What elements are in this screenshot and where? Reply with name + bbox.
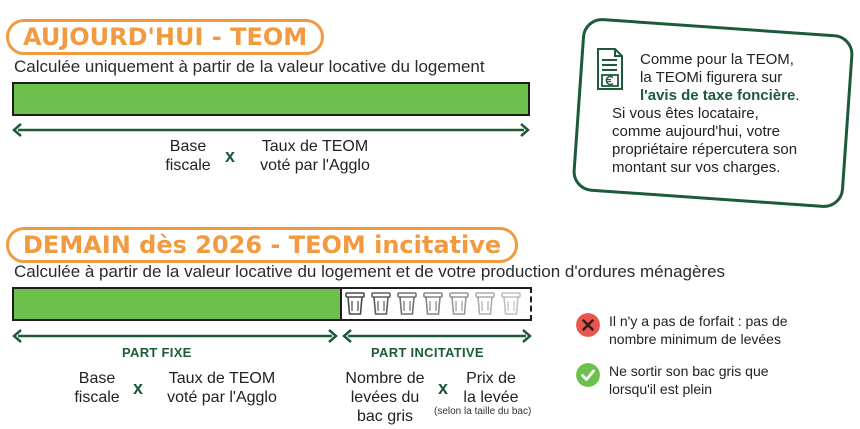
- incentive-part-box: [340, 287, 532, 321]
- garbage-bin-icon: [475, 291, 495, 315]
- garbage-bin-icon: [449, 291, 469, 315]
- check-icon: [576, 363, 600, 387]
- garbage-bin-icon: [501, 291, 521, 315]
- incentive-part-arrow: [342, 329, 532, 343]
- garbage-bin-icon: [397, 291, 417, 315]
- fixed-part-fill: [14, 289, 340, 319]
- garbage-bin-icon: [423, 291, 443, 315]
- today-subtitle: Calculée uniquement à partir de la valeu…: [14, 57, 485, 76]
- incentive-times-sign: x: [438, 378, 449, 398]
- info-box-highlight: l'avis de taxe foncière: [640, 87, 796, 104]
- info-box-text: Comme pour la TEOM, la TEOMi figurera su…: [612, 51, 800, 176]
- tax-document-euro-icon: [597, 48, 623, 90]
- today-times-sign: x: [225, 146, 236, 166]
- fixed-part-arrow: [12, 329, 338, 343]
- part-fixe-label: PART FIXE: [122, 345, 192, 360]
- today-heading: AUJOURD'HUI - TEOM: [6, 19, 325, 55]
- tomorrow-bar: [12, 287, 342, 321]
- today-arrow: [12, 123, 530, 137]
- garbage-bin-icon: [345, 291, 365, 315]
- garbage-bins-row: [340, 287, 532, 320]
- incentive-note: (selon la taille du bac): [434, 406, 532, 417]
- part-incitative-label: PART INCITATIVE: [371, 345, 484, 360]
- fixed-times-sign: x: [133, 378, 144, 398]
- incentive-formula-left: Nombre de levées du bac gris: [345, 370, 425, 425]
- tomorrow-subtitle: Calculée à partir de la valeur locative …: [14, 262, 726, 281]
- garbage-bin-icon: [371, 291, 391, 315]
- today-bar: [12, 82, 530, 116]
- today-bar-fill: [14, 84, 528, 114]
- cross-icon: [576, 313, 600, 337]
- tomorrow-heading: DEMAIN dès 2026 - TEOM incitative: [6, 227, 519, 263]
